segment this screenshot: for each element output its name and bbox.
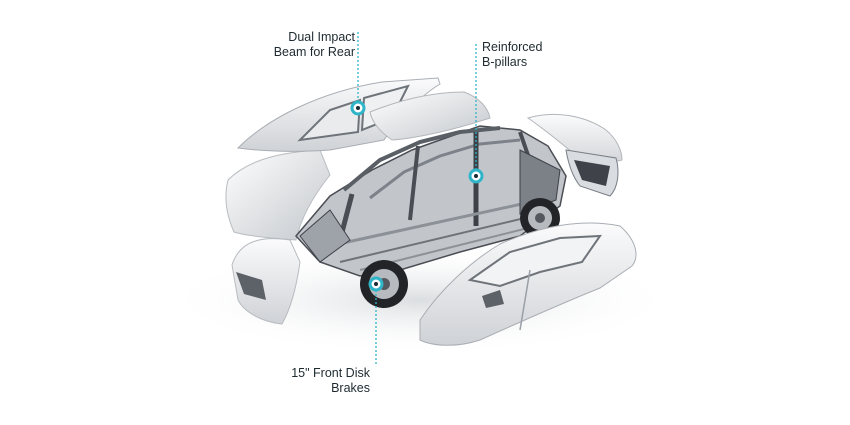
callout-rear-beam: Dual Impact Beam for Rear	[240, 30, 355, 60]
rear-door-window-frame	[297, 98, 362, 142]
callout-front-brakes-line-2: Brakes	[331, 381, 370, 395]
callout-rear-beam-line-2: Beam for Rear	[273, 45, 355, 59]
side-door-window	[467, 234, 602, 288]
rear-bumper-lamp	[236, 272, 266, 300]
marker-dot-b-pillars	[474, 174, 478, 178]
callout-b-pillars: Reinforced B-pillars	[482, 40, 592, 70]
callout-b-pillars-line-1: Reinforced	[482, 40, 543, 54]
front-wheel	[360, 260, 408, 308]
side-mirror	[482, 290, 504, 308]
hood-panel	[526, 113, 623, 169]
callout-front-brakes: 15" Front Disk Brakes	[245, 366, 370, 396]
callout-b-pillars-line-2: B-pillars	[482, 55, 528, 69]
front-grille	[574, 160, 610, 186]
rear-quarter-panel	[225, 149, 331, 241]
callout-rear-beam-line-1: Dual Impact	[288, 30, 355, 44]
marker-dot-front-brakes	[374, 282, 378, 286]
roof-panel	[369, 91, 491, 141]
callout-front-brakes-line-1: 15" Front Disk	[291, 366, 370, 380]
marker-dot-rear-beam	[356, 106, 360, 110]
callout-leaders	[350, 32, 484, 365]
side-door-seam	[519, 269, 531, 331]
rear-bumper-panel	[231, 238, 301, 325]
